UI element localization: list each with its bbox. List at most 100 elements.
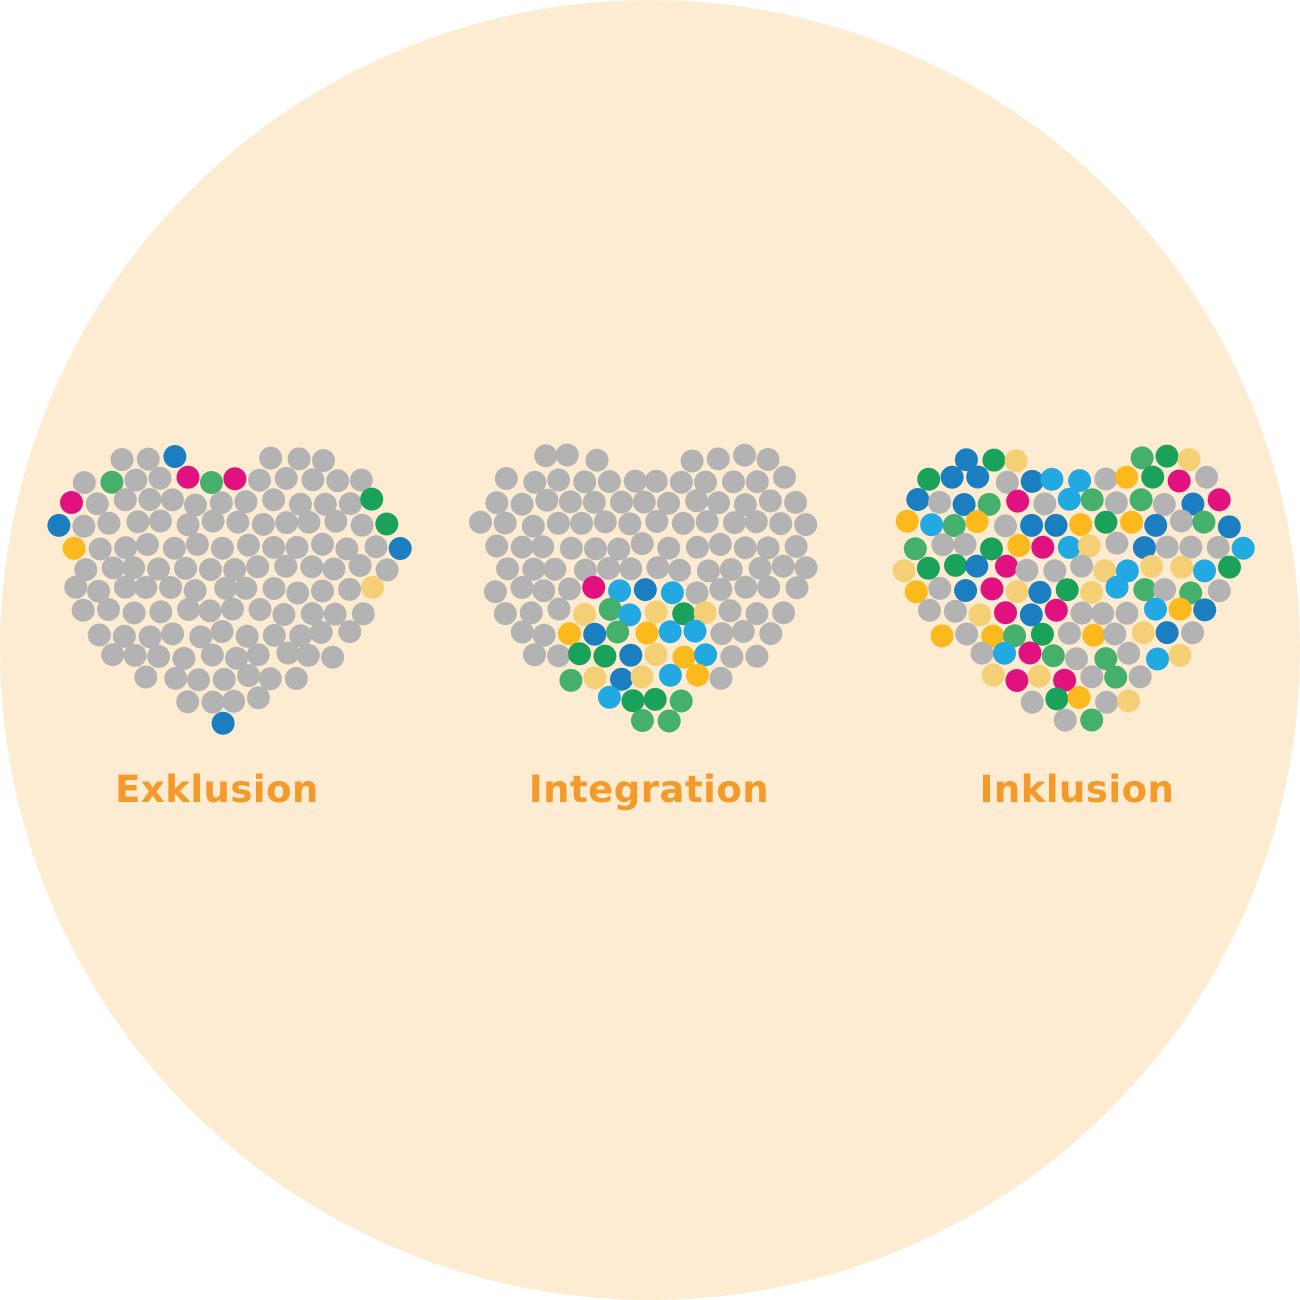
heart-dot <box>683 619 707 643</box>
heart-dot <box>1144 597 1167 621</box>
heart-dot <box>523 470 547 494</box>
heart-exklusion <box>47 445 412 735</box>
heart-dot <box>1155 444 1179 468</box>
heart-dot <box>1167 469 1191 493</box>
heart-dot <box>977 492 1001 516</box>
heart-dot <box>1179 581 1203 605</box>
heart-dot <box>312 449 335 472</box>
heart-dot <box>159 576 183 599</box>
heart-dot <box>1193 598 1217 622</box>
heart-dot <box>904 580 928 604</box>
heart-dot <box>523 643 546 667</box>
heart-dot <box>1115 559 1139 583</box>
heart-dot <box>1105 575 1129 599</box>
heart-dot <box>570 511 594 535</box>
heart-dot <box>1055 578 1079 602</box>
heart-dot <box>593 510 617 534</box>
heart-dot <box>185 532 209 556</box>
heart-dot <box>1115 465 1139 489</box>
heart-dot <box>534 444 558 468</box>
heart-dot <box>723 511 746 535</box>
heart-dot <box>85 492 109 516</box>
heart-dot <box>287 447 311 471</box>
heart-dot <box>1070 601 1094 625</box>
heart-dot <box>74 558 98 582</box>
heart-dot <box>1028 580 1052 604</box>
heart-dot <box>60 491 83 514</box>
heart-dot <box>965 554 989 578</box>
heart-dot <box>784 490 808 514</box>
heart-dot <box>1130 446 1154 470</box>
heart-dot <box>187 668 210 692</box>
heart-dot <box>1140 554 1164 578</box>
heart-dot <box>211 711 235 735</box>
heart-dot <box>1093 559 1117 583</box>
heart-dot <box>685 489 709 513</box>
heart-dot <box>522 557 546 581</box>
heart-dot <box>573 558 597 582</box>
heart-dot <box>916 556 940 580</box>
heart-dot <box>597 470 621 494</box>
heart-dot <box>619 643 643 667</box>
heart-dot <box>309 620 333 644</box>
heart-inklusion <box>892 444 1255 732</box>
heart-dot <box>771 554 795 578</box>
heart-dot <box>350 513 374 537</box>
heart-dot <box>1117 641 1141 665</box>
heart-dot <box>289 624 313 648</box>
heart-dot <box>1218 555 1241 579</box>
heart-dot <box>326 469 350 493</box>
heart-dot <box>360 487 384 511</box>
heart-dot <box>1133 578 1157 602</box>
heart-dot <box>794 556 818 580</box>
heart-dot <box>745 602 769 626</box>
heart-dot <box>1015 558 1039 582</box>
heart-dot <box>262 488 286 512</box>
heart-dot <box>906 488 930 511</box>
heart-dot <box>583 666 607 690</box>
heart-dot <box>733 443 757 467</box>
label-integration: Integration <box>528 768 770 811</box>
heart-dot <box>685 581 709 605</box>
heart-dot <box>1030 622 1054 646</box>
heart-dot <box>322 557 346 581</box>
heart-dot <box>671 511 695 535</box>
heart-dot <box>272 603 296 626</box>
heart-dot <box>1069 513 1093 536</box>
heart-dot <box>1152 493 1176 516</box>
heart-dot <box>62 536 86 560</box>
heart-dot <box>1070 554 1094 578</box>
heart-dot <box>995 554 1018 578</box>
heart-dot <box>259 446 283 470</box>
heart-dot <box>122 556 146 580</box>
heart-dot <box>1231 536 1255 560</box>
heart-dot <box>1031 535 1055 559</box>
heart-dot <box>189 625 213 649</box>
heart-dot <box>123 643 147 667</box>
heart-dot <box>1082 623 1106 647</box>
heart-dot <box>162 536 186 560</box>
heart-dot <box>607 537 631 561</box>
heart-dot <box>136 447 160 471</box>
heart-dot <box>630 532 654 556</box>
heart-dot <box>1094 510 1118 534</box>
heart-dot <box>494 467 518 490</box>
heart-dot <box>952 493 976 516</box>
heart-dot <box>709 577 733 601</box>
heart-dot <box>274 466 298 490</box>
label-exklusion: Exklusion <box>115 768 319 811</box>
heart-dot <box>496 557 520 581</box>
heart-dot <box>758 489 782 513</box>
heart-dot <box>954 448 978 472</box>
heart-dot <box>1115 601 1139 625</box>
heart-dot <box>618 512 642 536</box>
heart-dot <box>1170 555 1194 579</box>
heart-dot <box>1168 597 1192 621</box>
heart-dot <box>772 601 796 625</box>
heart-dot <box>1018 641 1042 665</box>
heart-dot <box>657 709 681 733</box>
heart-dot <box>148 509 172 533</box>
heart-dot <box>87 623 111 647</box>
heart-dot <box>301 468 325 492</box>
heart-dot <box>1053 708 1077 732</box>
